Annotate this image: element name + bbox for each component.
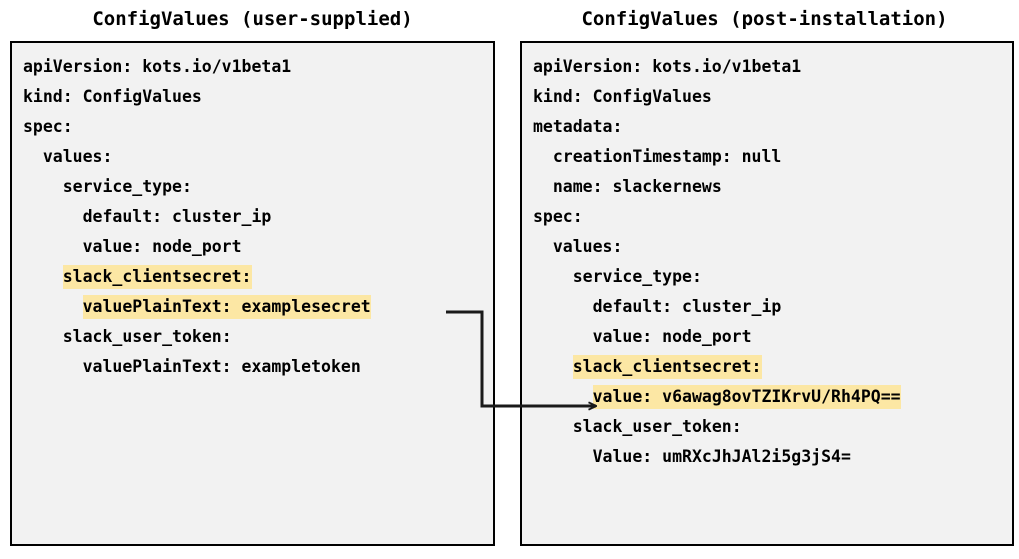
code-line: Value: umRXcJhJAl2i5g3jS4= bbox=[533, 442, 1012, 472]
code-line: service_type: bbox=[533, 262, 1012, 292]
code-line: valuePlainText: examplesecret bbox=[23, 292, 493, 322]
code-line: slack_user_token: bbox=[23, 322, 493, 352]
code-line-text: valuePlainText: exampletoken bbox=[82, 357, 361, 376]
code-line-text: value: node_port bbox=[82, 237, 242, 256]
code-line: spec: bbox=[533, 202, 1012, 232]
code-line-indent bbox=[533, 357, 573, 376]
code-line-indent bbox=[533, 327, 593, 346]
code-line-text: kind: ConfigValues bbox=[23, 87, 202, 106]
code-line-text: value: v6awag8ovTZIKrvU/Rh4PQ== bbox=[592, 385, 901, 409]
right-code-box: apiVersion: kots.io/v1beta1 kind: ConfigV… bbox=[520, 41, 1014, 546]
code-line: apiVersion: kots.io/v1beta1 bbox=[23, 52, 493, 82]
right-code-lines: apiVersion: kots.io/v1beta1 kind: ConfigV… bbox=[533, 52, 1012, 472]
code-line-text: values: bbox=[552, 237, 623, 256]
code-line: slack_user_token: bbox=[533, 412, 1012, 442]
code-line: value: node_port bbox=[533, 322, 1012, 352]
code-line-indent bbox=[533, 237, 553, 256]
code-line-text: slack_clientsecret: bbox=[62, 265, 252, 289]
code-line: slack_clientsecret: bbox=[533, 352, 1012, 382]
code-line-text: metadata: bbox=[533, 117, 623, 136]
code-line-text: spec: bbox=[23, 117, 73, 136]
code-line: kind: ConfigValues bbox=[23, 82, 493, 112]
code-line: valuePlainText: exampletoken bbox=[23, 352, 493, 382]
code-line-indent bbox=[23, 177, 63, 196]
code-line: value: v6awag8ovTZIKrvU/Rh4PQ== bbox=[533, 382, 1012, 412]
code-line: service_type: bbox=[23, 172, 493, 202]
code-line: apiVersion: kots.io/v1beta1 bbox=[533, 52, 1012, 82]
code-line: metadata: bbox=[533, 112, 1012, 142]
code-line-text: valuePlainText: examplesecret bbox=[82, 295, 371, 319]
code-line-indent bbox=[23, 357, 83, 376]
code-line-text: kind: ConfigValues bbox=[533, 87, 712, 106]
code-line-indent bbox=[23, 327, 63, 346]
code-line-indent bbox=[533, 417, 573, 436]
code-line-text: default: cluster_ip bbox=[592, 297, 782, 316]
code-line: default: cluster_ip bbox=[533, 292, 1012, 322]
code-line: value: node_port bbox=[23, 232, 493, 262]
code-line-indent bbox=[23, 207, 83, 226]
code-line-text: default: cluster_ip bbox=[82, 207, 272, 226]
code-line-indent bbox=[23, 267, 63, 286]
code-line-indent bbox=[533, 147, 553, 166]
code-line-indent bbox=[23, 237, 83, 256]
code-line-text: spec: bbox=[533, 207, 583, 226]
left-code-lines: apiVersion: kots.io/v1beta1 kind: ConfigV… bbox=[23, 52, 493, 382]
code-line-text: slack_user_token: bbox=[572, 417, 742, 436]
right-panel-title: ConfigValues (post-installation) bbox=[581, 8, 948, 30]
code-line-text: slack_clientsecret: bbox=[572, 355, 762, 379]
code-line-text: values: bbox=[42, 147, 113, 166]
code-line-indent bbox=[533, 177, 553, 196]
code-line-text: service_type: bbox=[572, 267, 702, 286]
code-line-text: value: node_port bbox=[592, 327, 752, 346]
code-line-text: slack_user_token: bbox=[62, 327, 232, 346]
code-line: default: cluster_ip bbox=[23, 202, 493, 232]
left-code-box: apiVersion: kots.io/v1beta1 kind: ConfigV… bbox=[10, 41, 495, 546]
right-panel: ConfigValues (post-installation) apiVers… bbox=[510, 0, 1019, 559]
code-line: values: bbox=[533, 232, 1012, 262]
left-panel-title: ConfigValues (user-supplied) bbox=[92, 8, 413, 30]
code-line: spec: bbox=[23, 112, 493, 142]
code-line-indent bbox=[533, 297, 593, 316]
code-line-indent bbox=[23, 147, 43, 166]
code-line-indent bbox=[23, 297, 83, 316]
code-line-indent bbox=[533, 447, 593, 466]
code-line-text: apiVersion: kots.io/v1beta1 bbox=[533, 57, 802, 76]
code-line: creationTimestamp: null bbox=[533, 142, 1012, 172]
code-line-text: name: slackernews bbox=[552, 177, 722, 196]
code-line: kind: ConfigValues bbox=[533, 82, 1012, 112]
code-line-text: Value: umRXcJhJAl2i5g3jS4= bbox=[592, 447, 851, 466]
code-line-indent bbox=[533, 387, 593, 406]
code-line: name: slackernews bbox=[533, 172, 1012, 202]
code-line: slack_clientsecret: bbox=[23, 262, 493, 292]
code-line-text: apiVersion: kots.io/v1beta1 bbox=[23, 57, 292, 76]
code-line-indent bbox=[533, 267, 573, 286]
code-line: values: bbox=[23, 142, 493, 172]
code-line-text: service_type: bbox=[62, 177, 192, 196]
left-panel: ConfigValues (user-supplied) apiVersion:… bbox=[0, 0, 505, 559]
code-line-text: creationTimestamp: null bbox=[552, 147, 782, 166]
